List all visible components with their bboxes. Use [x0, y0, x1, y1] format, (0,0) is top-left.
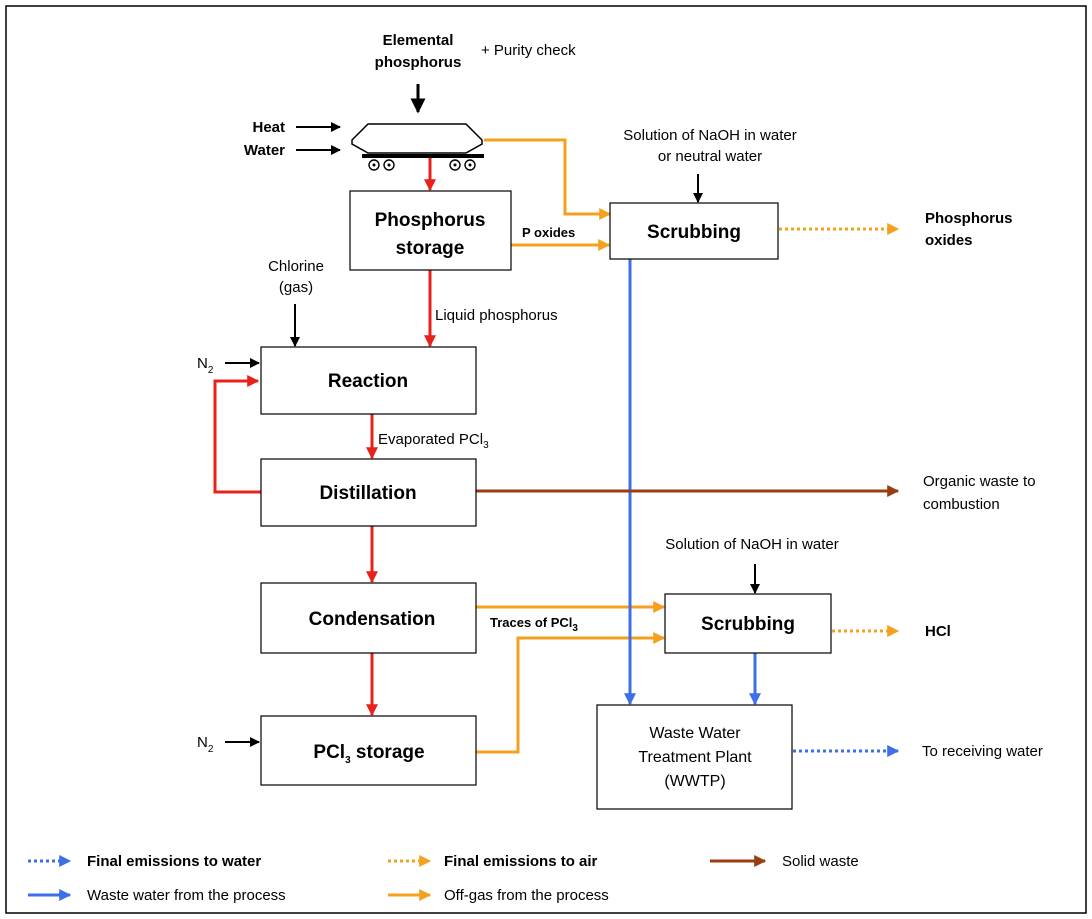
water-label: Water [244, 142, 285, 159]
legend: Final emissions to water Final emissions… [28, 853, 859, 904]
offgas-storage-to-scrubbing [476, 632, 666, 754]
heat-label: Heat [252, 119, 285, 136]
phosphorus-storage-label-2: storage [396, 238, 465, 259]
p-oxides-label: P oxides [522, 225, 575, 240]
scrubbing-top-box [609, 202, 779, 260]
naoh-top-label-1: Solution of NaOH in water [623, 127, 796, 144]
legend-solid-waste-label: Solid waste [782, 853, 859, 870]
wwtp-label-1: Waste Water [649, 725, 741, 742]
condensation-label: Condensation [309, 609, 436, 630]
traces-pcl3-label: Traces of PCl3 [490, 615, 578, 634]
n2-storage-label: N2 [197, 734, 214, 755]
distillation-label: Distillation [319, 483, 416, 504]
wwtp-label-3: (WWTP) [664, 773, 725, 790]
elemental-phosphorus-label-1: Elemental [383, 32, 454, 49]
phosphorus-oxides-label-2: oxides [925, 232, 973, 249]
receiving-water-label: To receiving water [922, 743, 1043, 760]
pcl3-storage-box [260, 715, 477, 786]
pcl3-storage-label: PCl3 storage [313, 742, 424, 766]
phosphorus-oxides-label-1: Phosphorus [925, 210, 1013, 227]
naoh-top-label-2: or neutral water [658, 148, 762, 165]
naoh-mid-label: Solution of NaOH in water [665, 536, 838, 553]
elemental-phosphorus-label-2: phosphorus [375, 54, 462, 71]
legend-final-air-label: Final emissions to air [444, 853, 598, 870]
chlorine-label-1: Chlorine [268, 258, 324, 275]
distillation-box [260, 458, 477, 527]
organic-waste-label-1: Organic waste to [923, 473, 1036, 490]
organic-waste-label-2: combustion [923, 496, 1000, 513]
n2-reaction-label: N2 [197, 355, 214, 376]
offgas-tanker-to-scrubbing [484, 138, 612, 220]
reaction-label: Reaction [328, 371, 408, 392]
rail-tank-car-icon [351, 123, 484, 171]
phosphorus-storage-box [349, 190, 512, 271]
evaporated-pcl3-label: Evaporated PCl3 [378, 431, 489, 451]
chlorine-label-2: (gas) [279, 279, 313, 296]
hcl-label: HCl [925, 623, 951, 640]
scrubbing-mid-box [664, 593, 832, 654]
purity-check-label: + Purity check [481, 42, 576, 59]
legend-waste-water-label: Waste water from the process [87, 887, 286, 904]
flow-distillation-reflux [213, 375, 261, 494]
liquid-phosphorus-label: Liquid phosphorus [435, 307, 558, 324]
legend-final-water-label: Final emissions to water [87, 853, 261, 870]
scrubbing-mid-label: Scrubbing [701, 614, 795, 635]
reaction-box [260, 346, 477, 415]
legend-off-gas-label: Off-gas from the process [444, 887, 609, 904]
outer-frame [5, 5, 1087, 914]
phosphorus-storage-label-1: Phosphorus [375, 210, 486, 231]
wwtp-label-2: Treatment Plant [638, 749, 752, 766]
scrubbing-top-label: Scrubbing [647, 222, 741, 243]
condensation-box [260, 582, 477, 654]
wwtp-box [596, 704, 793, 810]
